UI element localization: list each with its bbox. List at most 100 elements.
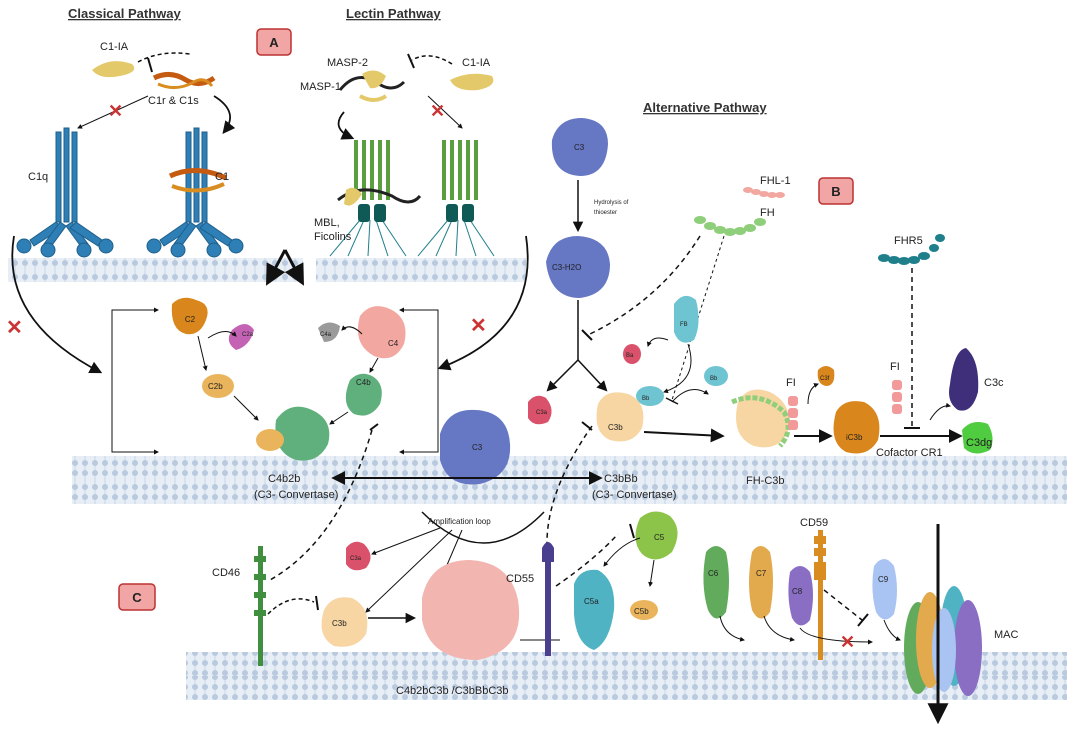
cofactor-cr1-label: Cofactor CR1 <box>876 447 943 459</box>
c5b-label: C5b <box>634 607 649 616</box>
c1q-label: C1q <box>28 171 48 183</box>
c1q-molecule <box>16 127 114 258</box>
mac-label: MAC <box>994 629 1019 641</box>
panel-a-label: A <box>269 35 279 50</box>
cd55-label: CD55 <box>506 573 534 585</box>
c3b-alt-label: C3b <box>608 423 623 432</box>
hydrolysis-label-1: Hydrolysis of <box>594 200 629 206</box>
mac-blocked-cross: ✕ <box>840 632 855 652</box>
c4b2b-label: C4b2b <box>268 473 300 485</box>
c2b-molecule <box>202 374 234 398</box>
c7-molecule <box>749 546 773 619</box>
lectin-blocked-cross: ✕ <box>430 101 445 121</box>
c5b-molecule <box>630 600 658 620</box>
panel-c-badge: C <box>118 583 156 611</box>
c7-label: C7 <box>756 569 767 578</box>
c3h2o-molecule <box>546 236 610 298</box>
c3bbb-label: C3bBb <box>604 473 638 485</box>
c4b2b-complex <box>256 406 330 461</box>
c2-molecule <box>171 297 208 335</box>
fhl1-molecule <box>743 187 785 198</box>
c3dg-label: C3dg <box>966 437 992 449</box>
ba-label: Ba <box>626 353 634 359</box>
c3-alt-molecule <box>551 118 608 176</box>
classical-pathway-title: Classical Pathway <box>68 6 181 21</box>
c4-label: C4 <box>388 339 399 348</box>
c2-label: C2 <box>185 315 196 324</box>
panel-a-badge: A <box>256 28 292 56</box>
alternative-pathway-title: Alternative Pathway <box>643 100 767 115</box>
c3b-terminal-label: C3b <box>332 619 347 628</box>
fh-c3b-label: FH-C3b <box>746 475 785 487</box>
c3-center-molecule <box>440 409 511 485</box>
c3a-terminal-molecule <box>346 541 371 571</box>
c3a-terminal-label: C3a <box>350 556 362 562</box>
panel-b-label: B <box>831 184 840 199</box>
c3f-molecule <box>817 366 835 386</box>
c8-molecule <box>788 566 813 626</box>
c2a-label: C2a <box>242 332 254 338</box>
c3a-alt-molecule <box>528 395 552 425</box>
ic3b-label: iC3b <box>846 433 863 442</box>
c3b-terminal-molecule <box>321 597 368 647</box>
bb2-molecule <box>704 366 728 386</box>
fb-label: FB <box>680 322 688 328</box>
c4b2bc3b-complex <box>422 560 520 660</box>
c5a-label: C5a <box>584 597 599 606</box>
c2b-label: C2b <box>208 382 223 391</box>
panel-b-badge: B <box>818 177 854 205</box>
c4b2b-sub-label: (C3- Convertase) <box>254 489 338 501</box>
c9-label: C9 <box>878 575 889 584</box>
c4b-label: C4b <box>356 378 371 387</box>
bb1-label: Bb <box>642 396 650 402</box>
c3h2o-label: C3-H2O <box>552 263 581 272</box>
c3-center-label: C3 <box>472 443 483 452</box>
mac-complex <box>904 586 982 696</box>
hydrolysis-label-2: thioester <box>594 210 617 216</box>
c6-label: C6 <box>708 569 719 578</box>
mbl-right-molecule <box>417 140 495 257</box>
classical-blocked-cross: ✕ <box>108 101 123 121</box>
ba-molecule <box>623 344 641 364</box>
masp1-label: MASP-1 <box>300 81 341 93</box>
right-blocked-cross: ✕ <box>470 315 487 337</box>
c1r-c1s-label: C1r & C1s <box>148 95 199 107</box>
c4b-molecule <box>345 373 382 416</box>
fhr5-molecule <box>878 234 945 265</box>
fi1-label: FI <box>786 377 796 389</box>
c5-molecule <box>635 511 678 560</box>
c1-ia-lectin-shape <box>450 73 494 91</box>
c3-alt-label: C3 <box>574 143 585 152</box>
cd59-label: CD59 <box>800 517 828 529</box>
masp2-label: MASP-2 <box>327 57 368 69</box>
fi2-molecule <box>892 380 902 414</box>
c3a-alt-label: C3a <box>536 410 548 416</box>
cd46-receptor <box>254 546 266 666</box>
panel-c-label: C <box>132 590 142 605</box>
mbl-label: MBL, <box>314 217 340 229</box>
c6-molecule <box>703 546 729 619</box>
c1-label: C1 <box>215 171 229 183</box>
mbl-left-molecule <box>329 140 422 257</box>
fhr5-label: FHR5 <box>894 235 923 247</box>
c1-ia-classical-shape <box>92 61 135 78</box>
c1-molecule <box>146 127 244 258</box>
ic3b-molecule <box>833 401 880 454</box>
cd59-receptor <box>814 530 826 660</box>
c9-molecule <box>872 559 897 620</box>
fi2-label: FI <box>890 361 900 373</box>
c1-ia-classical-label: C1-IA <box>100 41 129 53</box>
cd55-receptor <box>542 542 554 656</box>
left-blocked-cross: ✕ <box>6 317 23 339</box>
c3dg-molecule <box>962 422 993 454</box>
bb2-label: Bb <box>710 376 718 382</box>
c4a-label: C4a <box>320 332 332 338</box>
membrane-middle <box>72 456 1067 504</box>
fh-molecule <box>694 216 766 236</box>
bb1-molecule <box>636 386 664 406</box>
lectin-pathway-title: Lectin Pathway <box>346 6 441 21</box>
fhl1-label: FHL-1 <box>760 175 791 187</box>
ficolins-label: Ficolins <box>314 231 352 243</box>
